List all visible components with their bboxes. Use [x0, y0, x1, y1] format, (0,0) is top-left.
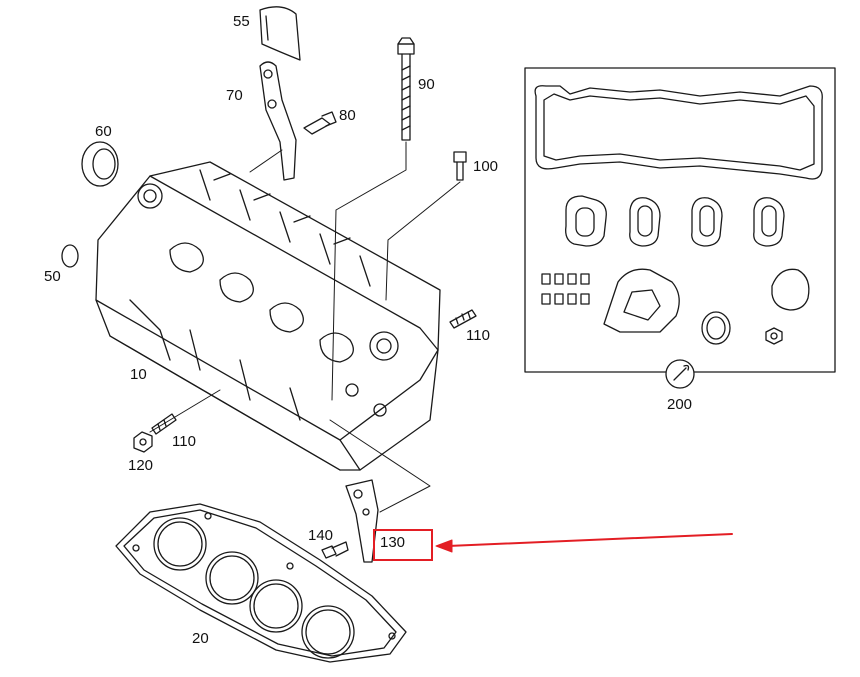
- callout-60[interactable]: 60: [95, 123, 112, 140]
- callout-140[interactable]: 140: [308, 527, 334, 544]
- part-70-bracket[interactable]: [259, 61, 297, 181]
- part-110-stud-right[interactable]: [449, 309, 477, 329]
- highlight-box-130: [373, 529, 433, 561]
- callout-110-left[interactable]: 110: [172, 433, 196, 450]
- callout-50[interactable]: 50: [44, 268, 61, 285]
- callout-55[interactable]: 55: [233, 13, 250, 30]
- callout-110-right[interactable]: 110: [466, 327, 490, 344]
- callout-70[interactable]: 70: [226, 87, 243, 104]
- callout-100[interactable]: 100: [473, 158, 499, 175]
- part-200-gasket-kit[interactable]: [524, 67, 836, 389]
- callout-120[interactable]: 120: [128, 457, 154, 474]
- part-110-stud-left[interactable]: [151, 413, 177, 435]
- callout-80[interactable]: 80: [339, 107, 356, 124]
- part-120-nut[interactable]: [133, 431, 153, 453]
- part-50-oring[interactable]: [61, 244, 79, 268]
- callout-10[interactable]: 10: [130, 366, 147, 383]
- callout-130[interactable]: 130: [380, 534, 406, 551]
- part-80-bolt[interactable]: [303, 111, 337, 135]
- part-60-seal[interactable]: [81, 141, 119, 187]
- callout-90[interactable]: 90: [418, 76, 435, 93]
- part-20-gasket[interactable]: [115, 503, 407, 663]
- part-10-cylinder-head[interactable]: [95, 161, 441, 471]
- part-55-cover[interactable]: [259, 6, 301, 61]
- part-140-bolt[interactable]: [321, 541, 349, 559]
- callout-20[interactable]: 20: [192, 630, 209, 647]
- part-130-bracket[interactable]: [345, 479, 379, 563]
- part-90-headbolt[interactable]: [397, 37, 415, 141]
- callout-200[interactable]: 200: [667, 396, 693, 413]
- part-100-bolt[interactable]: [453, 151, 467, 181]
- leader-lines: [149, 141, 461, 513]
- highlight-arrow: [435, 533, 733, 553]
